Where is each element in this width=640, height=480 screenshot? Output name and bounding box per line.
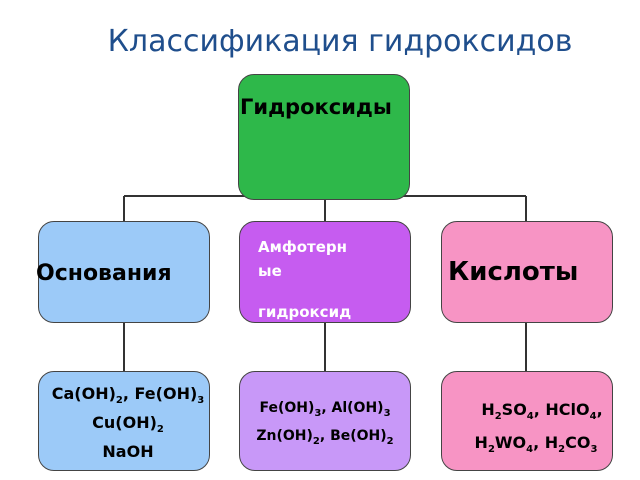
bases-examples-node <box>38 371 210 471</box>
bases-label: Основания <box>36 261 172 286</box>
amphoteric-example-line: Fe(OH)3, Al(OH)3 <box>259 400 391 419</box>
bases-node <box>38 221 210 323</box>
acids-examples-node <box>441 371 613 471</box>
root-label: Гидроксиды <box>240 95 392 119</box>
acids-example-line: H2SO4, HClO4, <box>481 400 603 423</box>
acids-node <box>441 221 613 323</box>
amphoteric-label-line3: гидроксид <box>258 303 352 321</box>
amphoteric-examples-node <box>239 371 411 471</box>
amphoteric-examples: Fe(OH)3, Al(OH)3 Zn(OH)2, Be(OH)2 <box>232 397 418 453</box>
acids-examples: H2SO4, HClO4, H2WO4, H2CO3 <box>441 397 631 463</box>
amphoteric-label-line1: Амфотерн <box>258 238 348 256</box>
amphoteric-label-line2: ые <box>258 262 282 280</box>
bases-examples: Ca(OH)2, Fe(OH)3 Cu(OH)2 NaOH <box>28 383 228 463</box>
bases-example-line: NaOH <box>102 442 154 462</box>
acids-label: Кислоты <box>448 257 579 287</box>
amphoteric-example-line: Zn(OH)2, Be(OH)2 <box>256 427 394 447</box>
bases-example-line: Ca(OH)2, Fe(OH)3 <box>51 384 205 407</box>
amphoteric-node <box>239 221 411 323</box>
bases-example-line: Cu(OH)2 <box>92 413 164 436</box>
root-node <box>238 74 410 200</box>
acids-example-line: H2WO4, H2CO3 <box>474 433 598 456</box>
page-title: Классификация гидроксидов <box>107 24 573 59</box>
